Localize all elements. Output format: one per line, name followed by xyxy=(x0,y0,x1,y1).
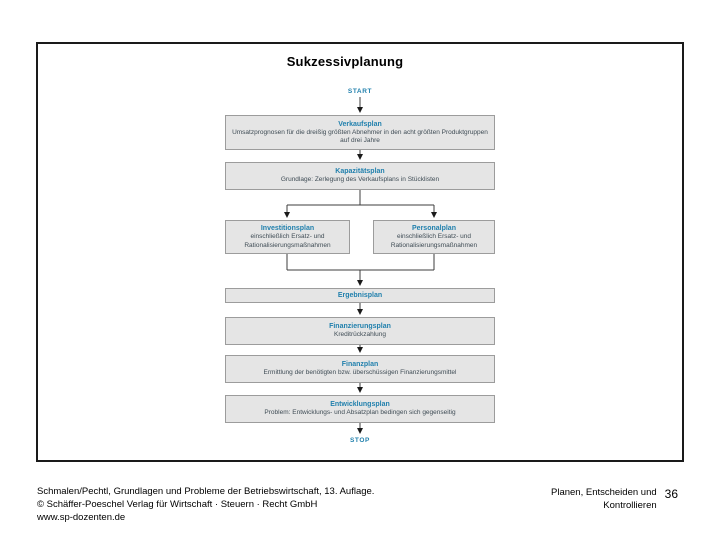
flow-node-finanzierungsplan: Finanzierungsplan Kreditrückzahlung xyxy=(225,317,495,345)
flow-node-entwicklungsplan: Entwicklungsplan Problem: Entwicklungs- … xyxy=(225,395,495,423)
flow-node-investitionsplan: Investitionsplan einschließlich Ersatz- … xyxy=(225,220,350,254)
flow-node-finanzplan: Finanzplan Ermittlung der benötigten bzw… xyxy=(225,355,495,383)
page-title: Sukzessivplanung xyxy=(286,54,404,69)
page-number: 36 xyxy=(664,487,678,501)
flow-node-title: Finanzplan xyxy=(341,361,379,369)
citation-website: www.sp-dozenten.de xyxy=(37,512,126,523)
flow-node-body: Umsatzprognosen für die dreißig größten … xyxy=(232,128,488,145)
flowchart-connectors xyxy=(284,97,437,434)
flow-node-title: Finanzierungsplan xyxy=(329,323,391,331)
flow-node-body: Ermittlung der benötigten bzw. überschüs… xyxy=(263,369,457,377)
flow-node-title: Verkaufsplan xyxy=(338,120,382,128)
chapter-title-line-1: Planen, Entscheiden und xyxy=(551,487,657,498)
citation-line-1: Schmalen/Pechtl, Grundlagen und Probleme… xyxy=(37,486,375,497)
flow-node-body: Problem: Entwicklungs- und Absatzplan be… xyxy=(264,409,456,417)
flow-start-label: START xyxy=(347,88,373,95)
flow-node-title: Personalplan xyxy=(412,225,456,232)
slide-frame: Sukzessivplanung START Verkaufsplan U xyxy=(36,42,684,462)
source-citation: Schmalen/Pechtl, Grundlagen und Probleme… xyxy=(37,485,374,524)
chapter-title: Planen, Entscheiden und Kontrollieren xyxy=(551,486,657,512)
flow-stop-label: STOP xyxy=(350,437,370,444)
flow-node-body: einschließlich Ersatz- und Rationalisier… xyxy=(244,233,331,249)
flow-node-title: Entwicklungsplan xyxy=(330,401,390,409)
flow-node-personalplan: Personalplan einschließlich Ersatz- und … xyxy=(373,220,495,254)
flow-node-title: Investitionsplan xyxy=(260,225,315,232)
flow-node-body: Grundlage: Zerlegung des Verkaufsplans i… xyxy=(280,176,440,184)
chapter-footer: Planen, Entscheiden und Kontrollieren 36 xyxy=(551,486,678,512)
chapter-title-line-2: Kontrollieren xyxy=(603,500,657,511)
flow-node-kapazitaetsplan: Kapazitätsplan Grundlage: Zerlegung des … xyxy=(225,162,495,190)
citation-line-2: © Schäffer-Poeschel Verlag für Wirtschaf… xyxy=(37,499,318,510)
flow-node-body: Kreditrückzahlung xyxy=(333,331,387,339)
flow-node-body: einschließlich Ersatz- und Rationalisier… xyxy=(390,233,478,249)
flow-node-title: Kapazitätsplan xyxy=(335,168,385,176)
flow-node-verkaufsplan: Verkaufsplan Umsatzprognosen für die dre… xyxy=(225,115,495,150)
flow-node-title: Ergebnisplan xyxy=(337,292,383,299)
flow-node-ergebnisplan: Ergebnisplan xyxy=(225,288,495,303)
